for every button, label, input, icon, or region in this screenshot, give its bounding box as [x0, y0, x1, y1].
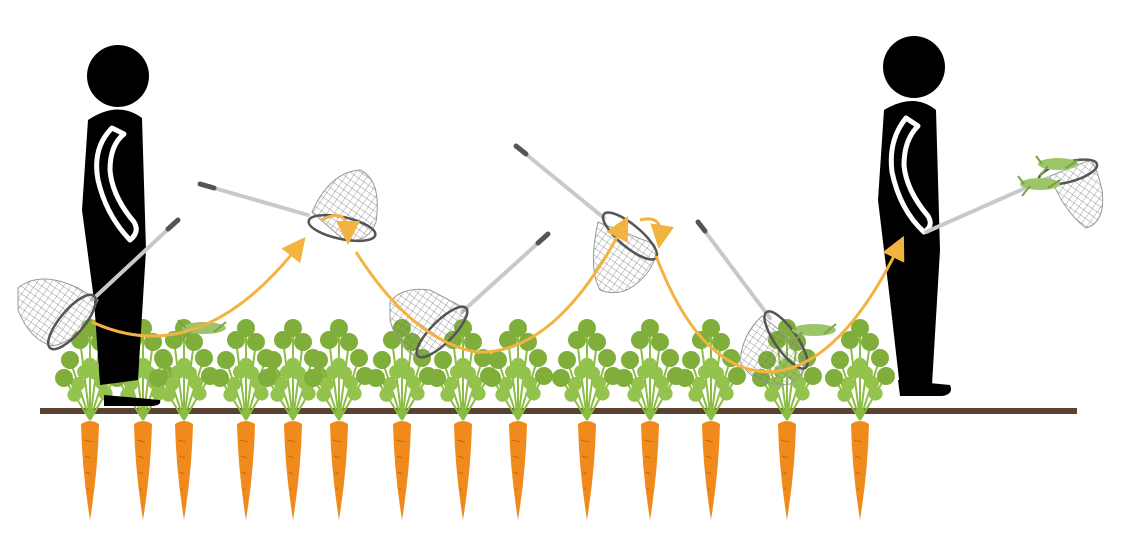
arrow-icon [639, 217, 675, 249]
carrot-icon [483, 319, 553, 520]
carrot-icon [552, 319, 622, 520]
carrot-icon [825, 319, 895, 520]
carrot-icon [615, 319, 685, 520]
grasshopper-icon [787, 321, 837, 343]
carrot-icon [149, 319, 219, 520]
arrow-icon [321, 214, 360, 245]
sweep-net-icon [197, 169, 378, 243]
sweep-net-icon [17, 217, 181, 351]
carrot-icon [258, 319, 328, 520]
grasshopper-icon [1017, 175, 1061, 197]
grasshopper-icon [1035, 155, 1079, 177]
carrot-icon [304, 319, 374, 520]
person-icon [82, 45, 161, 406]
arrow-icon [654, 235, 905, 374]
carrot-icon [211, 319, 281, 520]
arrow-icon [354, 216, 629, 354]
arrow-icon [91, 236, 306, 338]
carrot-icon [676, 319, 746, 520]
person-icon [878, 36, 951, 396]
